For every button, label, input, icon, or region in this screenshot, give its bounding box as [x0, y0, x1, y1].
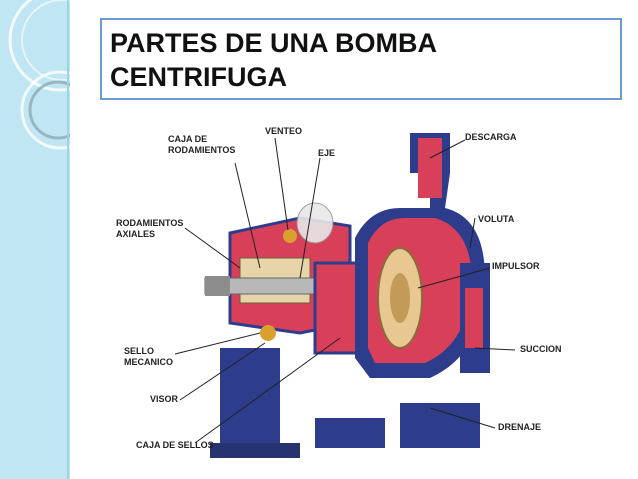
title-box: PARTES DE UNA BOMBA CENTRIFUGA	[100, 18, 622, 100]
label-descarga: DESCARGA	[465, 132, 517, 142]
slide-title: PARTES DE UNA BOMBA CENTRIFUGA	[110, 26, 437, 94]
label-rodamientos-axiales-line2: AXIALES	[116, 229, 156, 239]
decorative-side-strip	[0, 0, 70, 479]
label-caja-rodamientos-line2: RODAMIENTOS	[168, 145, 236, 155]
label-drenaje: DRENAJE	[498, 422, 542, 432]
title-line-1: PARTES DE UNA BOMBA	[110, 28, 438, 58]
label-impulsor: IMPULSOR	[492, 261, 540, 271]
pump-diagram: CAJA DE RODAMIENTOS VENTEO EJE DESCARGA …	[100, 118, 580, 468]
label-rodamientos-axiales-line1: RODAMIENTOS	[116, 218, 184, 228]
label-sello-mecanico-line2: MECANICO	[124, 357, 173, 367]
label-succion: SUCCION	[520, 344, 562, 354]
label-caja-rodamientos: CAJA DE RODAMIENTOS	[168, 134, 235, 156]
title-line-2: CENTRIFUGA	[110, 62, 287, 92]
pump-support	[220, 348, 280, 453]
pump-foot	[400, 403, 480, 448]
label-caja-sellos: CAJA DE SELLOS	[136, 440, 214, 450]
label-eje: EJE	[318, 148, 336, 158]
decorative-rings	[8, 0, 70, 479]
label-voluta: VOLUTA	[478, 214, 515, 224]
label-venteo: VENTEO	[265, 126, 303, 136]
label-rodamientos-axiales: RODAMIENTOS AXIALES	[116, 218, 183, 240]
leader-lines	[174, 137, 516, 444]
pump-illustration	[174, 133, 516, 458]
label-visor: VISOR	[150, 394, 179, 404]
label-sello-mecanico: SELLO MECANICO	[124, 346, 173, 368]
label-caja-rodamientos-line1: CAJA DE	[168, 134, 208, 144]
label-sello-mecanico-line1: SELLO	[124, 346, 155, 356]
